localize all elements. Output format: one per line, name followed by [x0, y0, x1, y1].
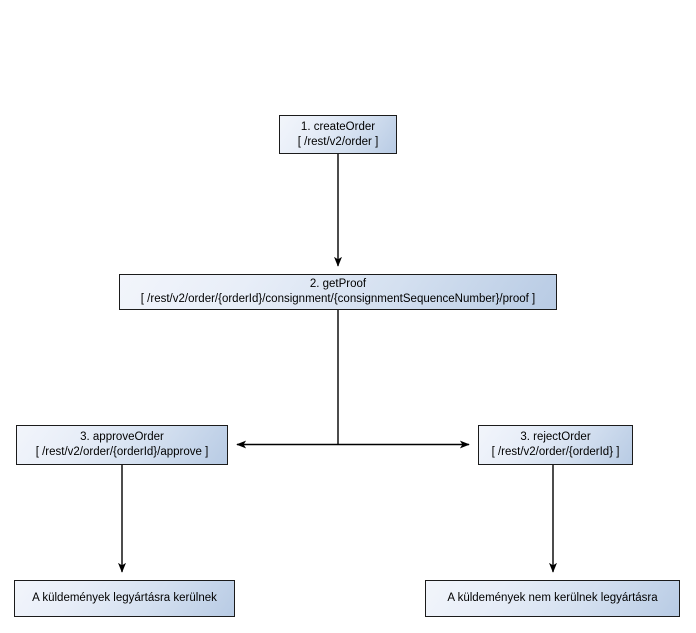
- node-create-order[interactable]: 1. createOrder [ /rest/v2/order ]: [279, 115, 397, 154]
- node-create-order-title: 1. createOrder: [300, 120, 376, 133]
- node-approve-order-endpoint: [ /rest/v2/order/{orderId}/approve ]: [35, 446, 209, 458]
- node-get-proof-endpoint: [ /rest/v2/order/{orderId}/consignment/{…: [140, 293, 536, 305]
- node-get-proof[interactable]: 2. getProof [ /rest/v2/order/{orderId}/c…: [119, 274, 557, 310]
- node-approve-order-title: 3. approveOrder: [80, 431, 164, 444]
- node-reject-order-endpoint: [ /rest/v2/order/{orderId} ]: [491, 446, 620, 458]
- node-reject-order[interactable]: 3. rejectOrder [ /rest/v2/order/{orderId…: [478, 425, 633, 465]
- node-reject-order-title: 3. rejectOrder: [520, 431, 591, 444]
- node-create-order-endpoint: [ /rest/v2/order ]: [297, 135, 379, 148]
- node-result-not-produced-label: A küldemények nem kerülnek legyártásra: [447, 592, 658, 605]
- node-get-proof-title: 2. getProof: [309, 278, 367, 291]
- node-approve-order[interactable]: 3. approveOrder [ /rest/v2/order/{orderI…: [16, 425, 228, 465]
- node-result-produced[interactable]: A küldemények legyártásra kerülnek: [14, 580, 235, 617]
- node-result-not-produced[interactable]: A küldemények nem kerülnek legyártásra: [425, 580, 680, 617]
- node-result-produced-label: A küldemények legyártásra kerülnek: [32, 592, 217, 605]
